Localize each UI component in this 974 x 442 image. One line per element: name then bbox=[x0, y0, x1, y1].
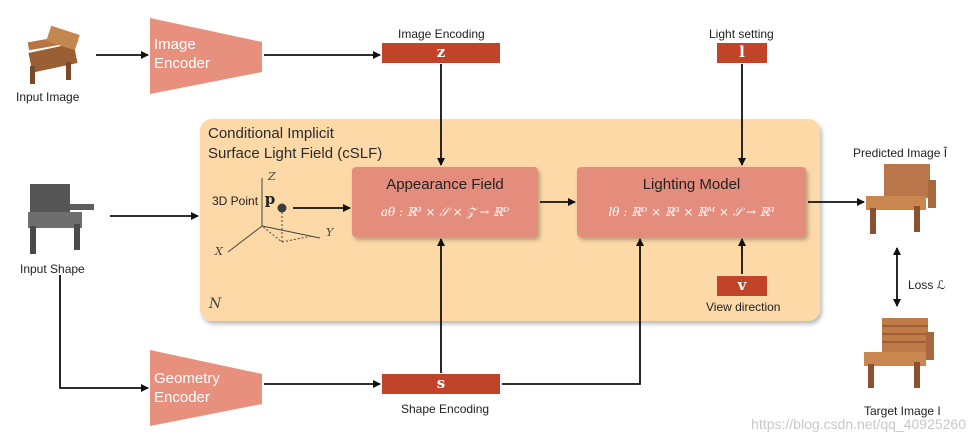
point-label: 3D Point bbox=[212, 194, 259, 208]
shape-encoding-symbol: s bbox=[436, 374, 446, 392]
view-direction-label: View direction bbox=[706, 300, 781, 314]
view-direction-symbol: v bbox=[737, 276, 747, 294]
input-shape-chair bbox=[28, 184, 94, 254]
appearance-field-title: Appearance Field bbox=[386, 176, 504, 193]
image-encoding-symbol: z bbox=[436, 43, 446, 61]
appearance-field-box bbox=[352, 167, 538, 237]
cslf-title: Conditional Implicit Surface Light Field… bbox=[208, 124, 382, 164]
point-symbol: p bbox=[264, 190, 276, 208]
view-direction-box bbox=[717, 276, 767, 296]
axis-z-label: Z bbox=[268, 170, 276, 183]
geometry-encoder-shape bbox=[150, 350, 262, 426]
appearance-field-formula: aθ : ℝ³ × 𝒮 × 𝒵 → ℝᴰ bbox=[380, 205, 510, 219]
cslf-n-label: N bbox=[209, 296, 222, 312]
image-encoder-shape bbox=[150, 18, 262, 94]
watermark: https://blog.csdn.net/qq_40925260 bbox=[751, 416, 966, 432]
axis-x-label: X bbox=[215, 245, 223, 258]
axes-3d bbox=[227, 178, 321, 253]
predicted-image-label: Predicted Image Î bbox=[853, 146, 948, 160]
geometry-encoder-line2: Encoder bbox=[154, 389, 210, 406]
image-encoder-label: Image Encoder bbox=[154, 35, 210, 73]
point-p-dot bbox=[277, 203, 287, 213]
shape-encoding-label: Shape Encoding bbox=[401, 402, 490, 416]
target-image-label: Target Image I bbox=[864, 404, 941, 418]
geometry-encoder-label: Geometry Encoder bbox=[154, 369, 220, 407]
input-image-label: Input Image bbox=[16, 90, 80, 104]
input-image-chair bbox=[27, 25, 80, 84]
loss-label: Loss ℒ bbox=[908, 278, 946, 292]
arrow-shape-to-geometry-encoder bbox=[59, 275, 149, 392]
input-shape-label: Input Shape bbox=[20, 262, 85, 276]
cslf-title-line1: Conditional Implicit bbox=[208, 125, 334, 142]
image-encoding-label: Image Encoding bbox=[398, 27, 485, 41]
lighting-model-box bbox=[577, 167, 806, 237]
geometry-encoder-line1: Geometry bbox=[154, 370, 220, 387]
image-encoding-box bbox=[382, 43, 500, 63]
arrow-s-to-lighting bbox=[502, 238, 644, 385]
light-setting-box bbox=[717, 43, 767, 63]
light-setting-symbol: l bbox=[739, 43, 745, 61]
image-encoder-line2: Encoder bbox=[154, 55, 210, 72]
light-setting-label: Light setting bbox=[709, 27, 774, 41]
image-encoder-line1: Image bbox=[154, 36, 196, 53]
predicted-image-chair bbox=[866, 164, 936, 234]
cslf-title-line2: Surface Light Field (cSLF) bbox=[208, 145, 383, 162]
shape-encoding-box bbox=[382, 374, 500, 394]
axis-y-label: Y bbox=[326, 226, 334, 239]
target-image-chair bbox=[864, 318, 934, 388]
lighting-model-formula: lθ : ℝᴰ × ℝ³ × ℝᴹ × 𝒮 → ℝ³ bbox=[608, 205, 775, 219]
lighting-model-title: Lighting Model bbox=[642, 176, 741, 193]
